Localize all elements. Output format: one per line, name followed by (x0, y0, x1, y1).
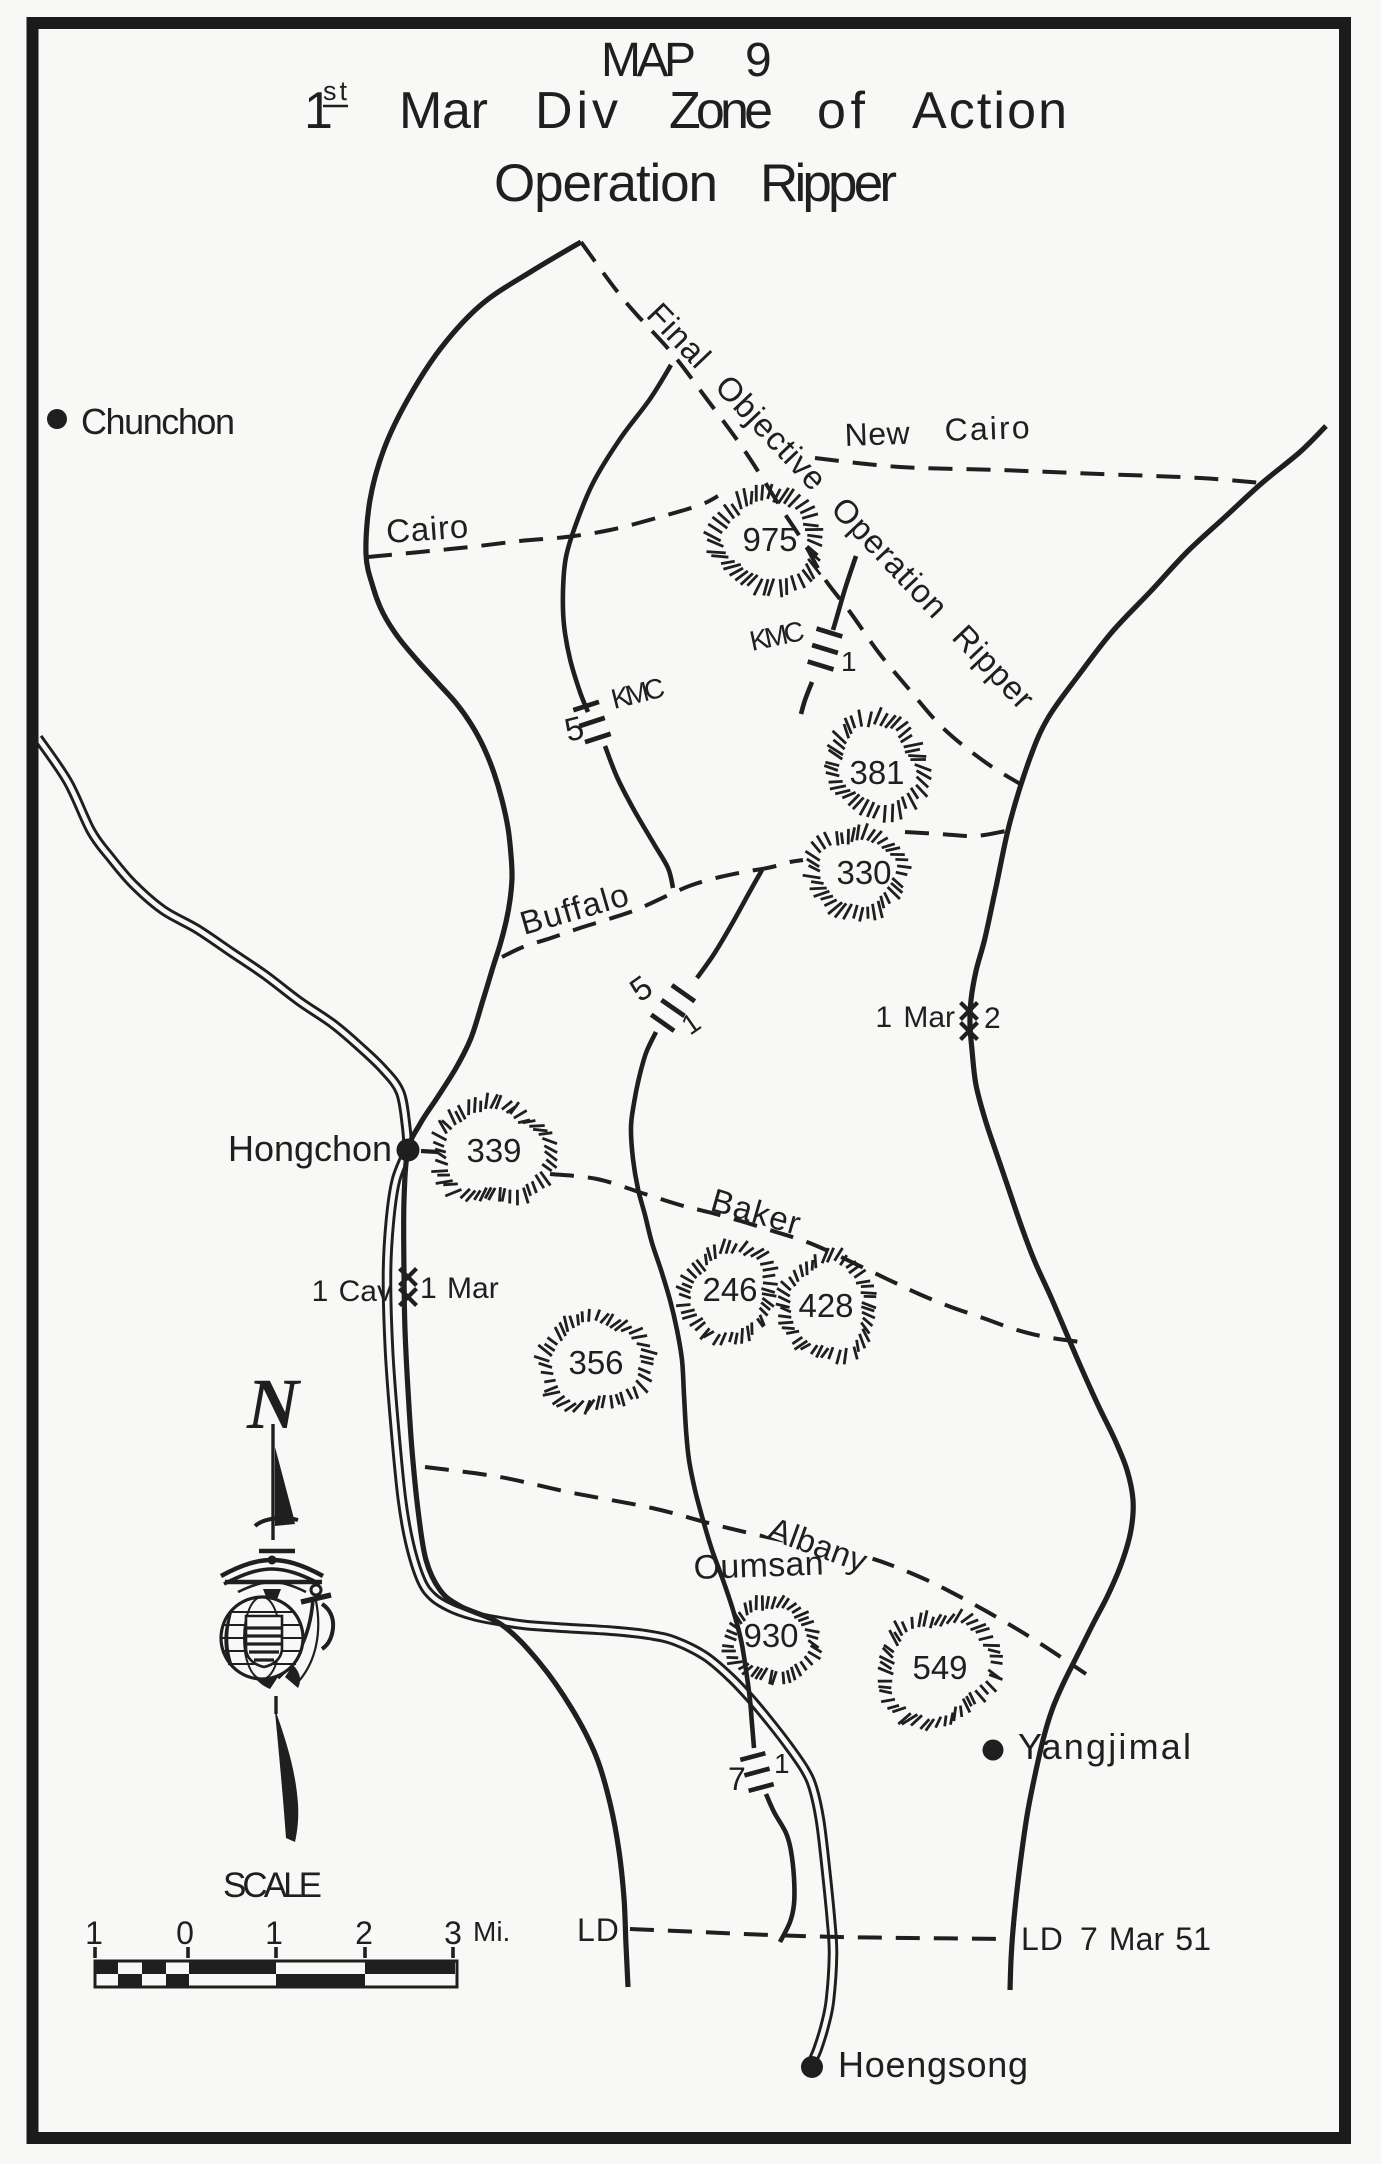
svg-text:Action: Action (912, 82, 1067, 140)
svg-text:2: 2 (355, 1915, 373, 1951)
svg-text:st: st (323, 76, 347, 106)
svg-text:Cairo: Cairo (944, 409, 1030, 448)
svg-text:1 Mar: 1 Mar (875, 1001, 955, 1034)
svg-text:1: 1 (85, 1915, 103, 1951)
svg-text:Yangjimal: Yangjimal (1018, 1726, 1191, 1767)
svg-text:1 Cav: 1 Cav (312, 1275, 392, 1308)
svg-text:246: 246 (702, 1271, 757, 1308)
svg-text:0: 0 (176, 1915, 194, 1951)
svg-text:Mar: Mar (399, 82, 488, 140)
svg-text:930: 930 (743, 1617, 798, 1654)
svg-text:339: 339 (466, 1132, 521, 1169)
svg-text:New: New (844, 415, 911, 453)
svg-text:428: 428 (798, 1287, 853, 1324)
svg-text:MAP: MAP (601, 34, 700, 87)
svg-text:1: 1 (265, 1915, 283, 1951)
svg-text:356: 356 (568, 1344, 623, 1381)
svg-text:Hoengsong: Hoengsong (838, 2044, 1028, 2085)
svg-text:7 Mar 51: 7 Mar 51 (1080, 1921, 1211, 1957)
svg-text:Ripper: Ripper (760, 154, 897, 213)
svg-text:Cairo: Cairo (385, 507, 470, 550)
svg-text:Hongchon: Hongchon (228, 1128, 392, 1169)
svg-text:LD: LD (577, 1912, 620, 1948)
svg-text:549: 549 (912, 1649, 967, 1686)
svg-text:Operation: Operation (494, 154, 718, 213)
svg-text:1: 1 (841, 646, 857, 677)
svg-text:9: 9 (745, 34, 772, 87)
svg-text:330: 330 (836, 854, 891, 891)
svg-text:3: 3 (444, 1915, 462, 1951)
svg-text:Oumsan: Oumsan (693, 1544, 824, 1587)
svg-text:2: 2 (984, 1002, 1001, 1035)
svg-text:7: 7 (728, 1761, 746, 1797)
svg-text:1 Mar: 1 Mar (420, 1272, 499, 1305)
svg-text:Chunchon: Chunchon (81, 401, 235, 442)
svg-text:Zone: Zone (669, 82, 773, 140)
svg-text:Mi.: Mi. (473, 1916, 510, 1947)
svg-text:1: 1 (304, 82, 333, 140)
svg-text:LD: LD (1021, 1921, 1064, 1957)
svg-text:381: 381 (849, 754, 904, 791)
svg-text:of: of (817, 82, 866, 140)
svg-text:Div: Div (535, 82, 618, 140)
svg-text:1: 1 (774, 1748, 790, 1779)
svg-text:975: 975 (742, 521, 797, 558)
svg-text:SCALE: SCALE (223, 1866, 325, 1905)
